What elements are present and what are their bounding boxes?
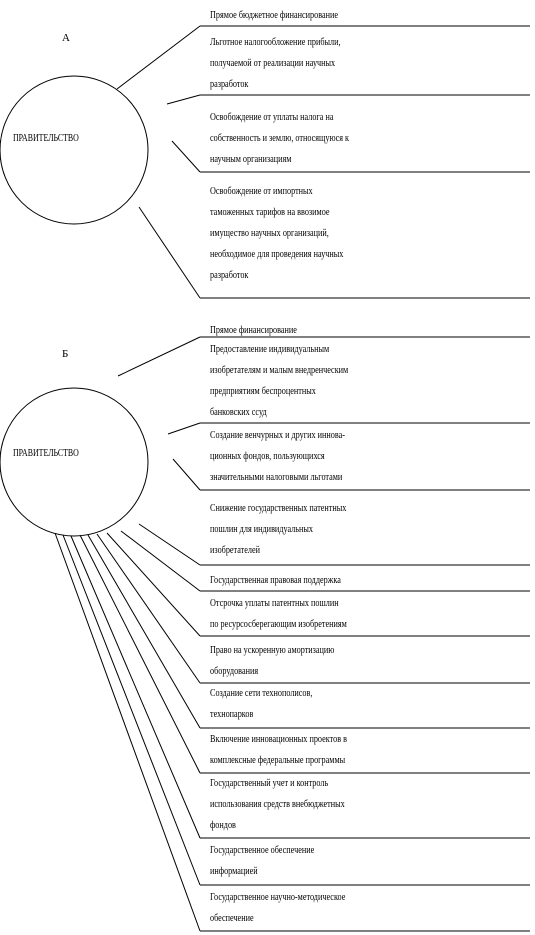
connector-a-0	[116, 25, 201, 90]
connector-a-2	[171, 140, 201, 173]
section-b-item-0: Прямое финансирование	[210, 320, 335, 341]
item-line: таможенных тарифов на ввозимое	[210, 207, 330, 218]
section-b-item-3: Снижение государственных патентных пошли…	[210, 498, 347, 561]
connector-b-7	[87, 534, 201, 729]
item-line: значительными налоговыми льготами	[210, 472, 343, 483]
item-line: получаемой от реализации научных	[210, 58, 336, 69]
section-b-item-1: Предоставление индивидуальным изобретате…	[210, 339, 349, 423]
item-line: Отсрочка уплаты патентных пошлин	[210, 598, 339, 609]
item-line: пошлин для индивидуальных	[210, 524, 313, 535]
connector-a-1	[166, 94, 201, 105]
item-line: научным организациям	[210, 154, 292, 165]
connector-b-1	[167, 422, 201, 435]
item-line: Государственный учет и контроль	[210, 778, 329, 789]
section-b-item-7: Создание сети технополисов, технопарков	[210, 683, 335, 725]
section-a-item-0: Прямое бюджетное финансирование	[210, 5, 338, 26]
item-line: Право на ускоренную амортизацию	[210, 645, 335, 656]
item-line: Прямое бюджетное финансирование	[210, 10, 338, 21]
item-line: изобретателей	[210, 545, 260, 556]
item-line: обеспечение	[210, 913, 254, 924]
section-b-item-8: Включение инновационных проектов в компл…	[210, 729, 347, 771]
connector-b-3	[138, 523, 201, 566]
item-line: комплексные федеральные программы	[210, 755, 346, 766]
item-line: фондов	[210, 820, 236, 831]
item-line: Снижение государственных патентных	[210, 503, 347, 514]
item-line: предприятиям беспроцентных	[210, 386, 316, 397]
section-a-item-2: Освобождение от уплаты налога на собстве…	[210, 107, 350, 170]
government-label-a: ПРАВИТЕЛЬСТВО	[13, 133, 79, 144]
circle-section-a	[0, 75, 149, 225]
item-line: Создание сети технополисов,	[210, 688, 313, 699]
connector-b-0	[117, 336, 201, 377]
item-line: Предоставление индивидуальным	[210, 344, 330, 355]
item-line: Освобождение от импортных	[210, 186, 313, 197]
section-b-item-11: Государственное научно-методическое обес…	[210, 887, 346, 929]
item-line: изобретателям и малым внедренческим	[210, 365, 349, 376]
item-line: технопарков	[210, 709, 254, 720]
section-a-graphics	[0, 25, 530, 299]
connector-b-6	[96, 533, 201, 684]
government-label-b: ПРАВИТЕЛЬСТВО	[13, 448, 79, 459]
section-b-item-9: Государственный учет и контроль использо…	[210, 773, 345, 836]
item-line: Создание венчурных и других иннова-	[210, 430, 346, 441]
item-line: Прямое финансирование	[210, 325, 297, 336]
item-line: Государственное научно-методическое	[210, 892, 346, 903]
section-label-b: Б	[62, 348, 69, 360]
connector-b-4	[120, 530, 201, 592]
section-b-item-10: Государственное обеспечение информацией	[210, 840, 335, 882]
connector-b-2	[172, 458, 201, 491]
item-line: разработок	[210, 270, 249, 281]
section-a-item-1: Льготное налогообложение прибыли, получа…	[210, 32, 341, 95]
section-b-graphics	[0, 336, 530, 932]
item-line: Государственная правовая поддержка	[210, 575, 341, 586]
section-a-item-3: Освобождение от импортных таможенных тар…	[210, 181, 344, 286]
item-line: необходимое для проведения научных	[210, 249, 344, 260]
item-line: Освобождение от уплаты налога на	[210, 112, 334, 123]
item-line: разработок	[210, 79, 249, 90]
circle-section-b	[0, 387, 149, 537]
section-b-item-5: Отсрочка уплаты патентных пошлин по ресу…	[210, 593, 347, 635]
item-line: по ресурсосберегающим изобретениям	[210, 619, 347, 630]
item-line: Льготное налогообложение прибыли,	[210, 37, 341, 48]
section-b-item-4: Государственная правовая поддержка	[210, 570, 341, 591]
connector-b-8	[79, 534, 201, 774]
item-line: использования средств внебюджетных	[210, 799, 345, 810]
connector-b-10	[62, 534, 201, 886]
item-line: информацией	[210, 866, 258, 877]
item-line: Государственное обеспечение	[210, 845, 315, 856]
item-line: Включение инновационных проектов в	[210, 734, 347, 745]
connector-b-11	[54, 532, 201, 932]
section-label-a: А	[62, 32, 70, 44]
section-b-item-2: Создание венчурных и других иннова- цион…	[210, 425, 346, 488]
item-line: имущество научных организаций,	[210, 228, 329, 239]
connector-b-5	[106, 532, 201, 637]
item-line: оборудования	[210, 666, 259, 677]
item-line: собственность и землю, относящуюся к	[210, 133, 350, 144]
item-line: ционных фондов, пользующихся	[210, 451, 325, 462]
connector-b-9	[70, 535, 201, 839]
connector-a-3	[138, 206, 201, 299]
item-line: банковских ссуд	[210, 407, 267, 418]
section-b-item-6: Право на ускоренную амортизацию оборудов…	[210, 640, 335, 682]
